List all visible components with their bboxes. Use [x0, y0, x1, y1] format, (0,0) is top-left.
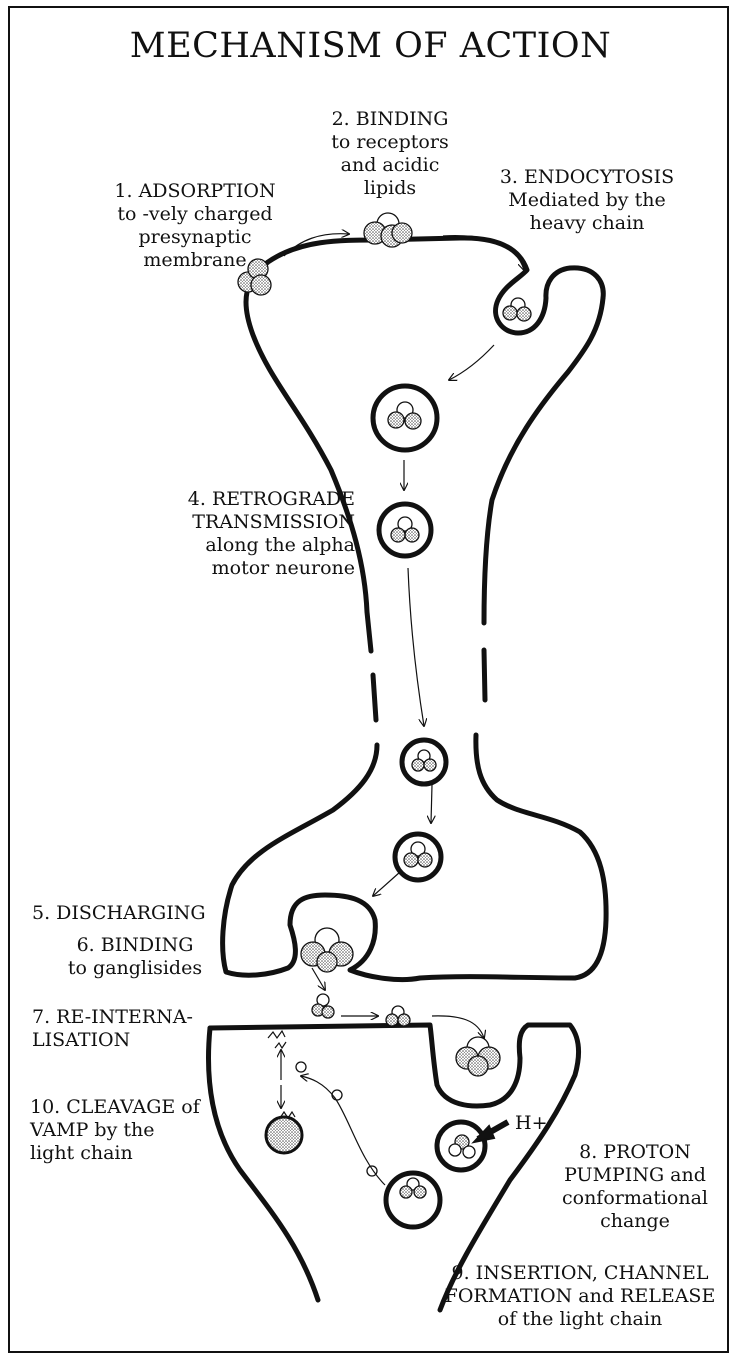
toxin-adsorption	[237, 258, 272, 296]
muscle-outer-membrane	[206, 1025, 321, 1303]
vamp-vesicle	[264, 1115, 304, 1155]
step-5-label: 5. DISCHARGING	[32, 902, 206, 924]
toxin-reinternalisation	[455, 1036, 501, 1077]
diagram-title: MECHANISM OF ACTION	[129, 26, 612, 66]
flow-arrows	[281, 234, 524, 1186]
axon-right-dash	[481, 647, 488, 703]
toxin-vesicle-3	[411, 749, 437, 772]
upper-neuron-left-membrane	[243, 235, 606, 654]
toxin-released-1	[311, 993, 335, 1019]
toxin-discharging	[300, 927, 354, 973]
upper-neuron-right-membrane	[481, 295, 606, 626]
toxin-binding	[363, 212, 413, 248]
toxin-clusters	[237, 212, 532, 1199]
toxin-vesicle-2	[390, 516, 420, 543]
toxin-proton	[448, 1134, 476, 1159]
light-chain-circles	[295, 1061, 378, 1177]
toxin-released-2	[385, 1005, 411, 1027]
toxin-insertion	[399, 1177, 427, 1199]
toxin-vesicle-1	[387, 401, 422, 430]
toxin-endocytosis	[502, 297, 532, 322]
lower-terminal-left-membrane	[220, 732, 609, 983]
step-7-label: 7. RE-INTERNA-LISATION	[32, 1006, 193, 1051]
axon-left-dash	[370, 672, 379, 723]
vesicle-6	[383, 1170, 443, 1230]
muscle-left-membrane	[207, 1022, 582, 1313]
proton-arrowhead	[471, 1124, 496, 1144]
toxin-vesicle-4	[403, 841, 433, 868]
vamp-squiggles	[267, 1029, 296, 1120]
proton-label: H+	[515, 1112, 548, 1134]
